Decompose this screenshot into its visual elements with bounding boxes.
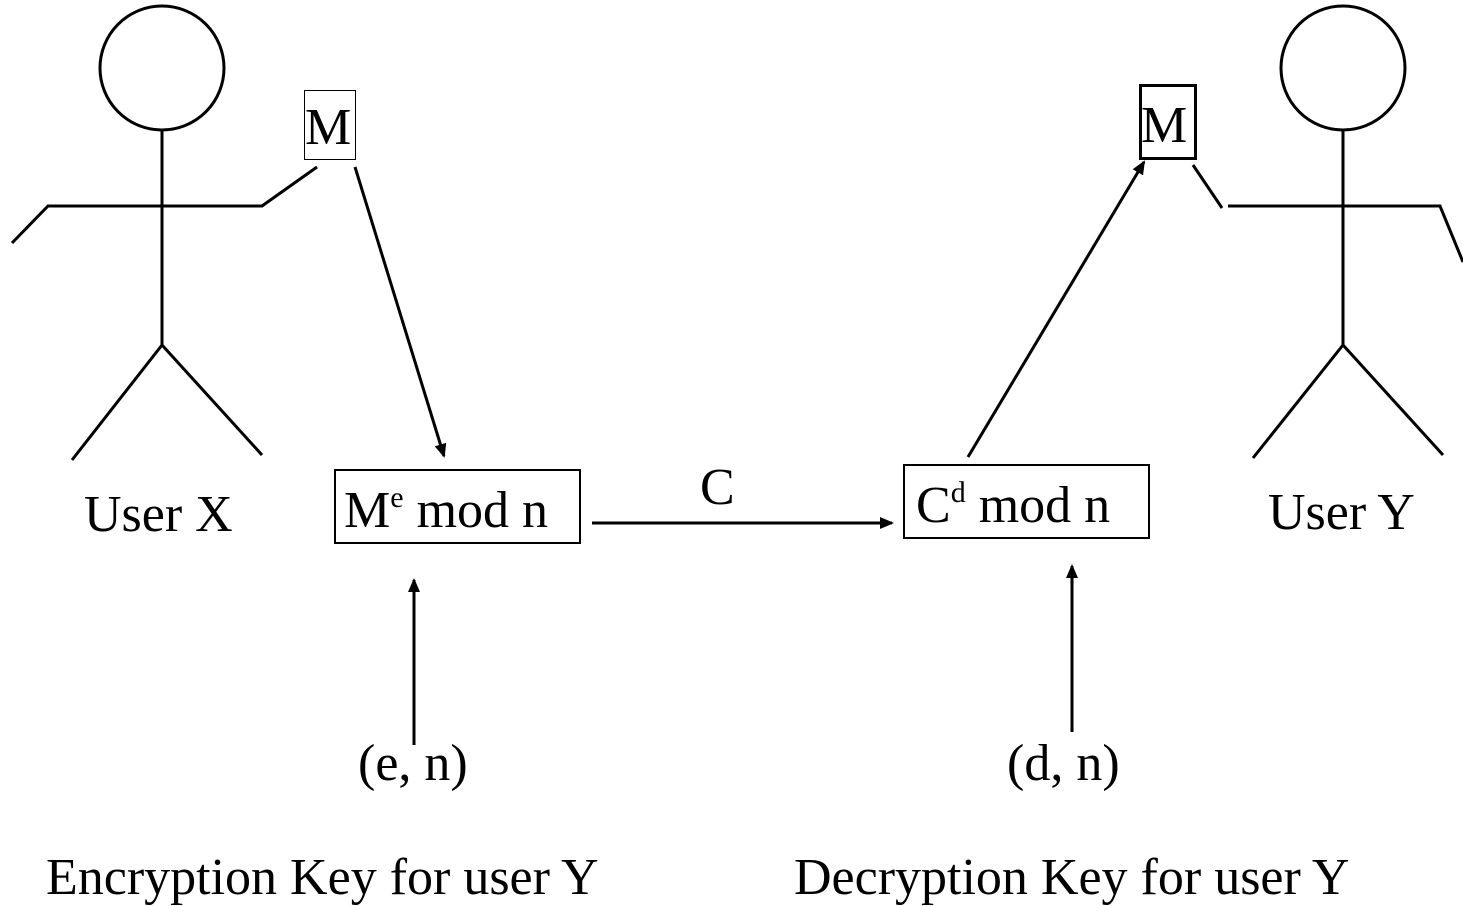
user-x-figure xyxy=(10,4,318,461)
encrypt-rest: mod n xyxy=(403,482,549,539)
user-x-right-leg xyxy=(160,343,264,457)
message-box-sender xyxy=(304,90,356,160)
decrypt-base: C xyxy=(916,477,951,534)
decrypt-formula: Cd mod n xyxy=(916,477,1111,534)
user-y-arms xyxy=(1228,204,1463,263)
ciphertext-label: C xyxy=(700,459,735,516)
user-y-left-arm xyxy=(1191,164,1224,209)
decrypt-rest: mod n xyxy=(965,477,1111,534)
encrypt-box xyxy=(334,469,581,544)
arrow-decrypt-to-m xyxy=(966,160,1146,458)
message-sender-label: M xyxy=(305,99,352,156)
user-y-figure xyxy=(1191,4,1463,459)
user-y-left-leg xyxy=(1251,344,1345,459)
enc-key-pair: (e, n) xyxy=(358,735,468,792)
message-receiver-label: M xyxy=(1141,97,1188,154)
user-x-arms xyxy=(10,165,318,245)
enc-key-caption: Encryption Key for user Y xyxy=(46,849,599,906)
arrow-m-to-encrypt xyxy=(353,166,447,458)
decrypt-exponent: d xyxy=(950,476,966,509)
encrypt-formula: Me mod n xyxy=(344,482,549,539)
user-y-head xyxy=(1279,4,1407,132)
message-box-receiver xyxy=(1139,84,1197,160)
dec-key-caption: Decryption Key for user Y xyxy=(794,849,1350,906)
encrypt-base: M xyxy=(344,482,391,539)
dec-key-pair: (d, n) xyxy=(1007,735,1120,792)
user-x-left-leg xyxy=(70,344,164,461)
encrypt-exponent: e xyxy=(390,481,404,514)
user-x-label: User X xyxy=(84,486,233,543)
user-y-label: User Y xyxy=(1268,484,1415,541)
user-y-right-leg xyxy=(1341,343,1445,457)
user-x-head xyxy=(98,4,226,132)
decrypt-box xyxy=(903,464,1150,539)
